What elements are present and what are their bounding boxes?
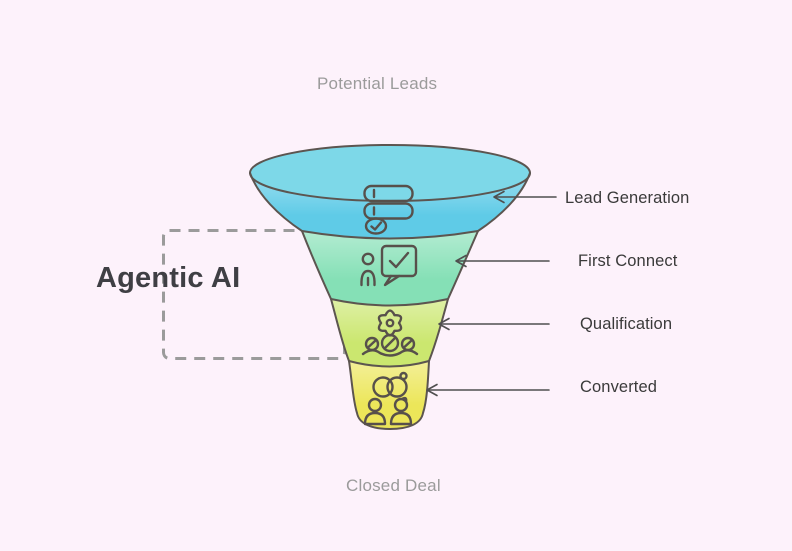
arrow-converted xyxy=(426,383,550,397)
chat-approval-person-icon xyxy=(360,244,418,287)
stage-label-converted: Converted xyxy=(580,378,658,396)
top-label: Potential Leads xyxy=(317,74,438,93)
funnel-mouth-ellipse xyxy=(249,144,531,202)
funnel-stage-first-connect-shine xyxy=(302,231,478,306)
gear-team-icon xyxy=(361,309,419,357)
stage-label-first-connect: First Connect xyxy=(578,252,678,270)
callout-arrows xyxy=(426,190,557,397)
arrow-lead-generation xyxy=(493,190,557,204)
bottom-label: Closed Deal xyxy=(346,476,441,495)
funnel-body xyxy=(249,144,531,431)
checklist-icon xyxy=(363,184,414,235)
funnel-stage-icons xyxy=(360,184,419,426)
funnel-outline xyxy=(249,172,531,431)
funnel-stage-qualification-shine xyxy=(331,299,448,367)
stage-label-lead-generation: Lead Generation xyxy=(565,189,690,207)
partnership-people-icon xyxy=(363,371,413,426)
agentic-ai-label: Agentic AI xyxy=(96,262,241,294)
stage-label-qualification: Qualification xyxy=(580,315,673,333)
arrow-first-connect xyxy=(455,254,550,268)
arrow-qualification xyxy=(438,317,550,331)
